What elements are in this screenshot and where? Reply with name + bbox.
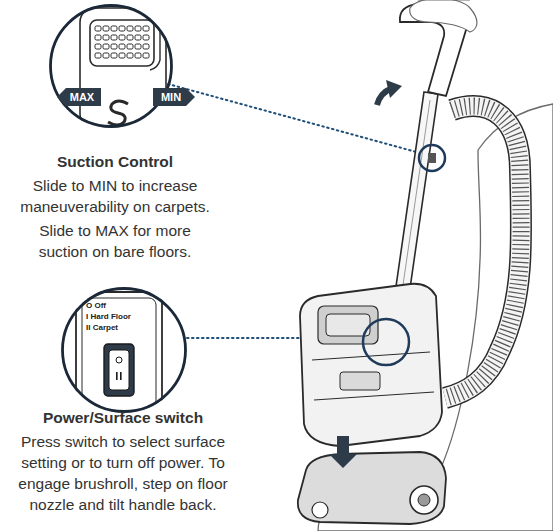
circle-outline — [49, 4, 173, 128]
min-tag: MIN — [153, 88, 195, 106]
hand — [410, 0, 477, 32]
tilt-arrow — [386, 80, 402, 98]
zoom-circle: O OffI Hard FloorII Carpet — [61, 287, 187, 413]
instruction-text: Slide to MIN to increase maneuverability… — [0, 175, 230, 217]
canister-body — [300, 284, 442, 446]
switch-legend: II Carpet — [86, 323, 118, 333]
max-tag: MAX — [57, 88, 101, 106]
floor-nozzle — [298, 452, 446, 524]
section-heading: Suction Control — [0, 151, 230, 172]
instruction-text: Slide to MAX for more suction on bare fl… — [15, 220, 215, 262]
instruction-text: Press switch to select surface setting o… — [13, 431, 233, 515]
spot-circle — [419, 145, 445, 171]
section-heading: Power/Surface switch — [0, 407, 246, 428]
switch-legend: O Off — [86, 301, 106, 311]
spot-circle — [363, 319, 409, 365]
zoom-circle: MAXMIN — [49, 4, 173, 128]
circle-outline — [61, 287, 187, 413]
switch-legend: I Hard Floor — [86, 312, 131, 322]
step-arrow — [329, 436, 357, 468]
